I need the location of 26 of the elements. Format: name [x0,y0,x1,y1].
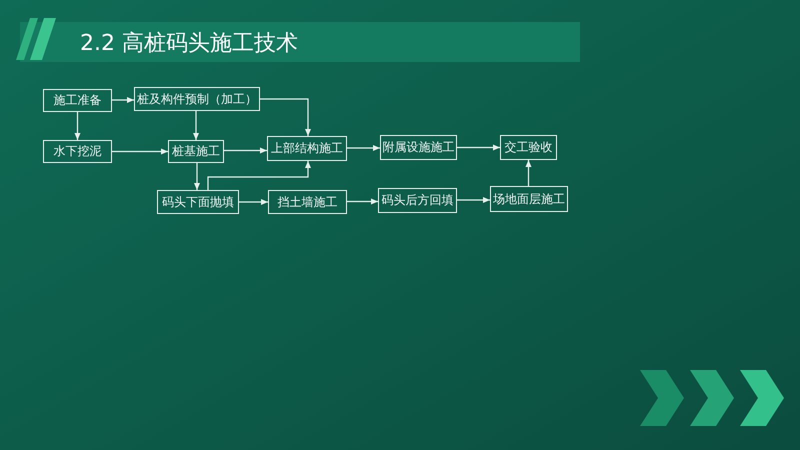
process-box: 场地面层施工 [490,186,568,212]
process-box: 桩基施工 [168,140,224,163]
process-box: 附属设施施工 [380,135,457,160]
process-box: 上部结构施工 [267,136,347,161]
arrow [347,145,380,151]
arrow [457,197,490,203]
arrow [526,160,532,186]
arrow [457,144,500,150]
process-box: 交工验收 [500,135,557,160]
arrow [224,148,267,154]
process-box: 码头后方回填 [378,188,457,213]
process-box: 挡土墙施工 [268,190,347,214]
process-box: 水下挖泥 [43,140,112,163]
slide-title: 2.2 高桩码头施工技术 [80,30,298,58]
arrow [112,148,168,154]
arrow [260,98,311,136]
arrow [74,112,80,140]
arrow [193,111,199,140]
arrow [207,161,311,190]
arrow [239,199,268,205]
process-box: 桩及构件预制（加工） [134,87,260,111]
arrow [194,163,200,190]
arrow [347,198,378,204]
arrow [112,97,134,103]
process-box: 码头下面抛填 [157,190,239,214]
process-box: 施工准备 [43,89,112,112]
